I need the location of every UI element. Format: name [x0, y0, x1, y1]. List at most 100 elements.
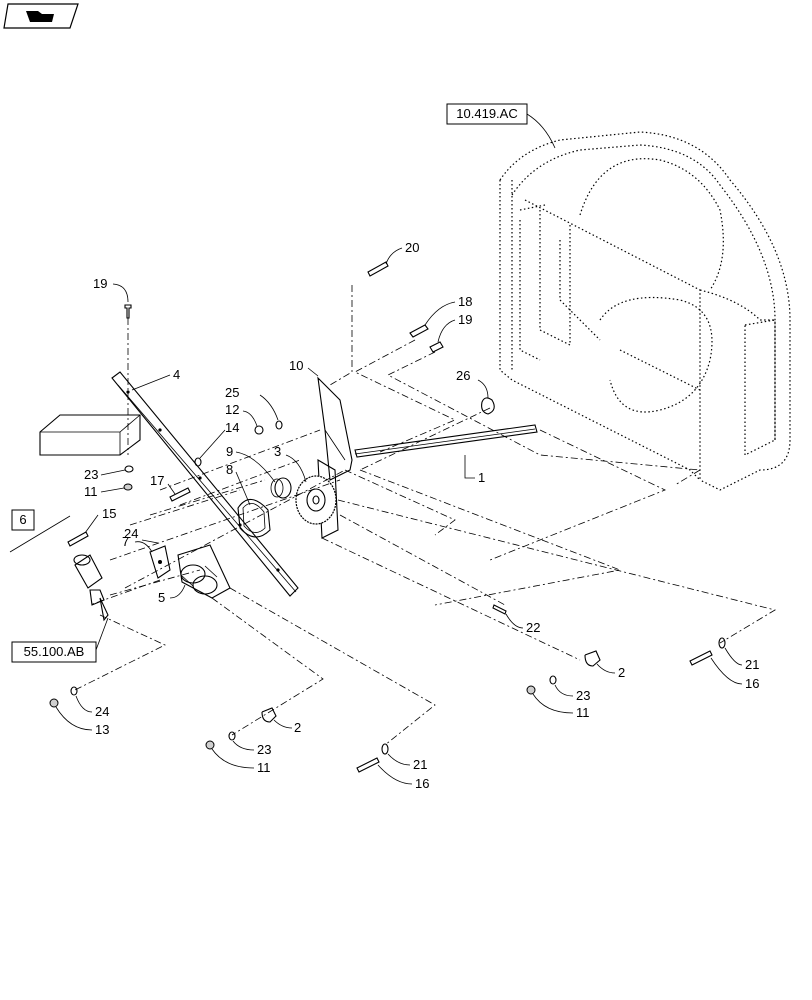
fan-shroud — [499, 131, 791, 491]
callout-7: 7 — [122, 534, 153, 553]
callout-5: 5 — [158, 584, 186, 605]
washer-25 — [275, 420, 283, 430]
part-4-bracket-bar — [111, 371, 299, 597]
part-5-motor-sleeve — [177, 544, 231, 599]
bolt-16-right — [689, 650, 713, 666]
callout-4: 4 — [131, 367, 180, 391]
fastener-19-right — [429, 341, 444, 353]
svg-text:25: 25 — [225, 385, 239, 400]
nut-11-right — [526, 685, 536, 695]
svg-text:12: 12 — [225, 402, 239, 417]
svg-text:19: 19 — [93, 276, 107, 291]
part-10-bracket — [317, 376, 353, 481]
callout-16-right: 16 — [710, 657, 759, 691]
callout-3: 3 — [274, 444, 307, 483]
svg-text:15: 15 — [102, 506, 116, 521]
callout-17: 17 — [150, 473, 176, 495]
callout-26: 26 — [456, 368, 489, 399]
callout-19-top: 19 — [93, 276, 129, 303]
callout-2-lower: 2 — [273, 719, 301, 735]
ref-10-419-ac[interactable]: 10.419.AC — [446, 103, 556, 149]
svg-text:11: 11 — [84, 484, 98, 499]
part-9-spacer — [270, 477, 292, 499]
svg-text:14: 14 — [225, 420, 239, 435]
bolt-15 — [67, 531, 89, 547]
nut-11-left — [123, 483, 133, 491]
ref-6[interactable]: 6 — [9, 509, 71, 553]
callout-8: 8 — [226, 462, 251, 506]
callout-11-lower: 11 — [211, 748, 271, 775]
svg-text:21: 21 — [413, 757, 427, 772]
alignment-lines — [74, 285, 777, 746]
svg-text:16: 16 — [745, 676, 759, 691]
callout-2-right: 2 — [596, 663, 625, 680]
washer-24-bottom — [70, 686, 78, 696]
mounting-plate — [39, 414, 141, 456]
bolt-16-lower — [356, 757, 380, 773]
svg-text:2: 2 — [618, 665, 625, 680]
callout-23-right: 23 — [554, 684, 590, 703]
svg-text:11: 11 — [257, 760, 271, 775]
svg-text:55.100.AB: 55.100.AB — [24, 644, 85, 659]
callout-19-right: 19 — [437, 312, 472, 343]
washer-23-right — [549, 675, 557, 685]
svg-text:13: 13 — [95, 722, 109, 737]
callout-10: 10 — [289, 358, 319, 377]
svg-text:18: 18 — [458, 294, 472, 309]
part-1-support-rod — [354, 424, 538, 458]
svg-text:20: 20 — [405, 240, 419, 255]
svg-text:24: 24 — [124, 526, 138, 541]
nut-12 — [254, 425, 264, 435]
callout-15: 15 — [84, 506, 116, 534]
callout-23-lower: 23 — [232, 740, 271, 757]
callout-25: 25 — [225, 385, 279, 421]
svg-text:4: 4 — [173, 367, 180, 382]
callout-22: 22 — [505, 613, 540, 635]
screw-22 — [492, 604, 507, 615]
callout-18: 18 — [424, 294, 472, 326]
drive-motor — [73, 554, 109, 622]
washer-23-left — [124, 465, 134, 473]
svg-text:5: 5 — [158, 590, 165, 605]
washer-23-lower — [228, 731, 236, 741]
svg-text:22: 22 — [526, 620, 540, 635]
part-8-belt — [237, 498, 271, 538]
callout-1: 1 — [464, 455, 485, 485]
svg-text:1: 1 — [478, 470, 485, 485]
svg-text:10: 10 — [289, 358, 303, 373]
svg-text:19: 19 — [458, 312, 472, 327]
svg-text:24: 24 — [95, 704, 109, 719]
nut-13 — [49, 698, 59, 708]
callout-21-lower: 21 — [387, 753, 427, 772]
fastener-20 — [367, 261, 389, 277]
svg-text:16: 16 — [415, 776, 429, 791]
washer-21-lower — [381, 743, 389, 755]
bolt-14 — [194, 457, 202, 467]
clip-2-right — [584, 650, 601, 667]
fastener-19-top — [124, 304, 132, 319]
svg-text:11: 11 — [576, 705, 590, 720]
svg-text:26: 26 — [456, 368, 470, 383]
nut-11-lower — [205, 740, 215, 750]
svg-text:9: 9 — [226, 444, 233, 459]
callout-23-left: 23 — [84, 467, 126, 482]
book-nav-icon[interactable] — [3, 3, 79, 29]
svg-text:7: 7 — [122, 534, 129, 549]
fastener-18 — [409, 324, 429, 338]
clip-2-lower — [261, 707, 277, 723]
callout-24-lower: 24 — [75, 695, 109, 719]
callout-24-upper: 24 — [124, 526, 159, 544]
ref-55-100-ab[interactable]: 55.100.AB — [11, 617, 109, 663]
svg-text:10.419.AC: 10.419.AC — [456, 106, 517, 121]
callout-14: 14 — [199, 420, 239, 459]
svg-text:17: 17 — [150, 473, 164, 488]
callout-16-lower: 16 — [377, 764, 429, 791]
bolt-17 — [169, 487, 191, 502]
svg-text:3: 3 — [274, 444, 281, 459]
svg-text:23: 23 — [257, 742, 271, 757]
callout-20: 20 — [385, 240, 419, 265]
part-7-actuator — [149, 545, 171, 579]
svg-text:21: 21 — [745, 657, 759, 672]
svg-text:2: 2 — [294, 720, 301, 735]
